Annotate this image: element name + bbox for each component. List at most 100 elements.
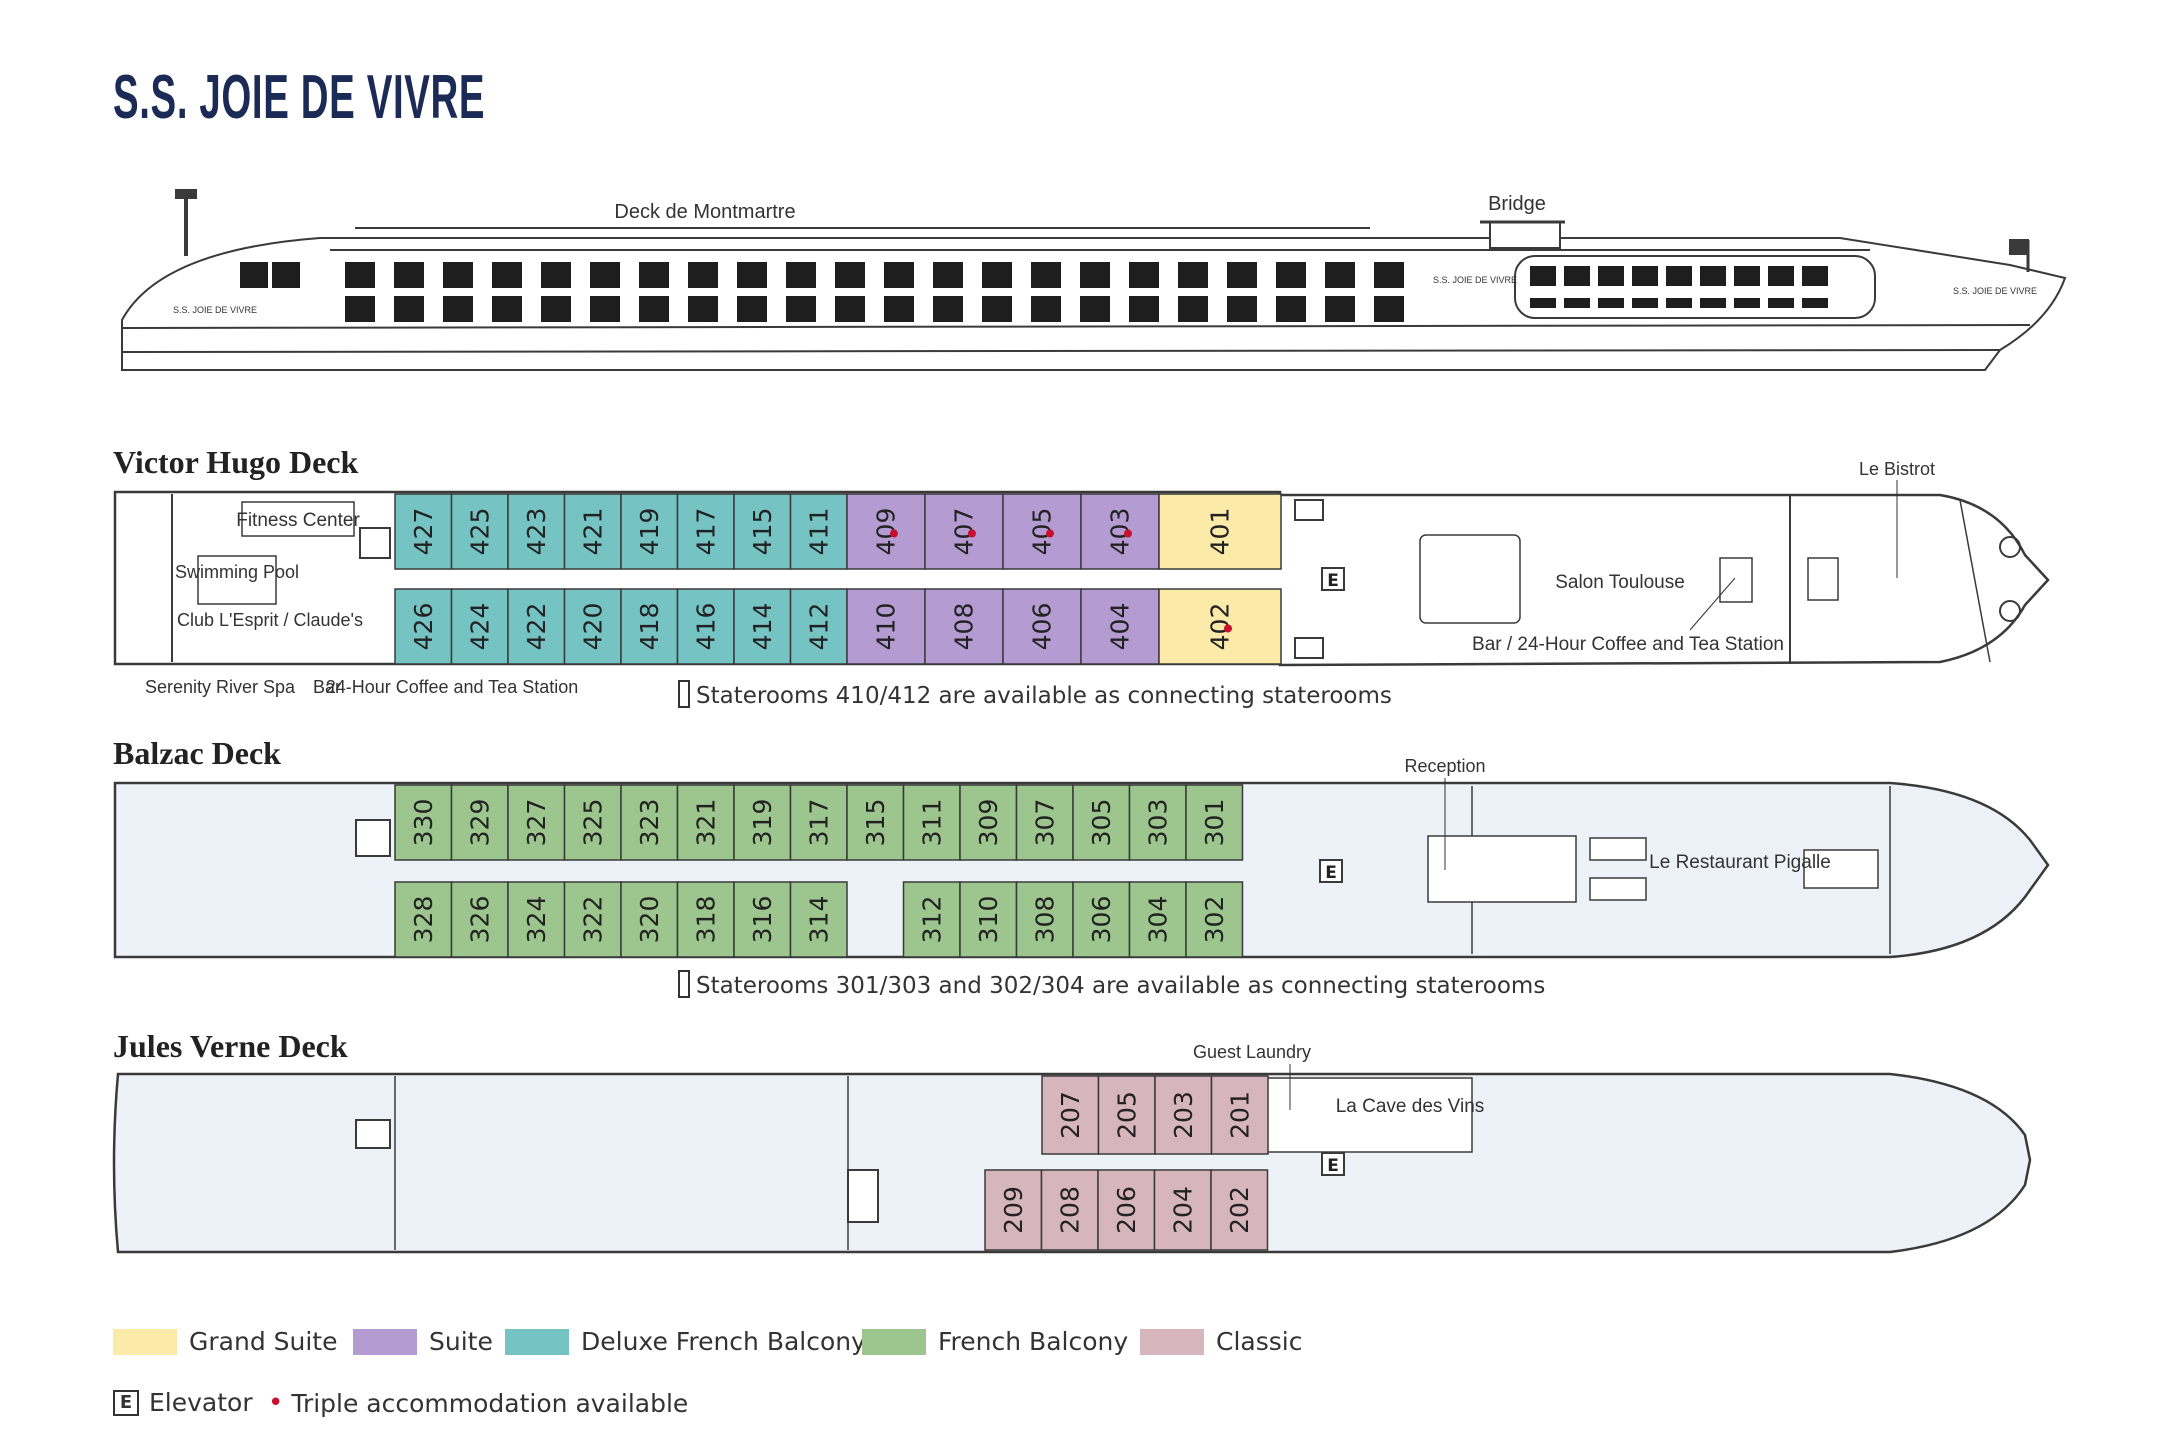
- cabin-number: 412: [804, 603, 833, 651]
- cabin-330[interactable]: 330: [394, 784, 453, 861]
- cabin-number: 323: [635, 799, 664, 847]
- cabin-416[interactable]: 416: [676, 588, 735, 665]
- cabin-408[interactable]: 408: [924, 588, 1004, 665]
- legend-classic: Classic: [1140, 1327, 1302, 1356]
- cabin-420[interactable]: 420: [563, 588, 622, 665]
- coffee-station-label: 24-Hour Coffee and Tea Station: [326, 677, 579, 697]
- cabin-406[interactable]: 406: [1002, 588, 1082, 665]
- window: [737, 296, 767, 322]
- cabin-302[interactable]: 302: [1185, 881, 1244, 958]
- cabin-324[interactable]: 324: [507, 881, 566, 958]
- cabin-410[interactable]: 410: [846, 588, 926, 665]
- cabin-311[interactable]: 311: [902, 784, 961, 861]
- victor-hugo-note-text: Staterooms 410/412 are available as conn…: [696, 683, 1392, 709]
- triple-dot-icon: [968, 529, 976, 538]
- cabin-203[interactable]: 203: [1154, 1075, 1213, 1155]
- cabin-401[interactable]: 401: [1158, 493, 1282, 570]
- cabin-418[interactable]: 418: [620, 588, 679, 665]
- elevator-icon-balzac: E: [1319, 859, 1343, 883]
- cabin-403[interactable]: 403: [1080, 493, 1160, 570]
- cabin-number: 202: [1225, 1186, 1254, 1234]
- cabin-411[interactable]: 411: [789, 493, 848, 570]
- cabin-201[interactable]: 201: [1210, 1075, 1269, 1155]
- cabin-417[interactable]: 417: [676, 493, 735, 570]
- jules-verne-deck-title: Jules Verne Deck: [113, 1028, 348, 1064]
- cabin-314[interactable]: 314: [789, 881, 848, 958]
- cabin-426[interactable]: 426: [394, 588, 453, 665]
- cabin-423[interactable]: 423: [507, 493, 566, 570]
- salon-toulouse-label: Salon Toulouse: [1555, 572, 1685, 593]
- cabin-315[interactable]: 315: [846, 784, 905, 861]
- cabin-421[interactable]: 421: [563, 493, 622, 570]
- cabin-323[interactable]: 323: [620, 784, 679, 861]
- cabin-207[interactable]: 207: [1041, 1075, 1100, 1155]
- cabin-404[interactable]: 404: [1080, 588, 1160, 665]
- cabin-301[interactable]: 301: [1185, 784, 1244, 861]
- cabin-321[interactable]: 321: [676, 784, 735, 861]
- cabin-number: 401: [1206, 508, 1235, 556]
- cabin-419[interactable]: 419: [620, 493, 679, 570]
- window: [240, 262, 268, 288]
- cabin-305[interactable]: 305: [1072, 784, 1131, 861]
- cabin-205[interactable]: 205: [1097, 1075, 1156, 1155]
- cabin-209[interactable]: 209: [984, 1169, 1043, 1251]
- bridge-label: Bridge: [1488, 193, 1546, 215]
- cabin-320[interactable]: 320: [620, 881, 679, 958]
- cabin-409[interactable]: 409: [846, 493, 926, 570]
- deluxe-french-balcony-swatch: [505, 1328, 569, 1355]
- le-bistrot-label: Le Bistrot: [1859, 459, 1935, 479]
- legend-label: Elevator: [149, 1388, 253, 1417]
- cabin-number: 314: [804, 896, 833, 944]
- ship-name-mid: S.S. JOIE DE VIVRE: [1433, 275, 1517, 285]
- cabin-414[interactable]: 414: [733, 588, 792, 665]
- cabin-number: 322: [578, 896, 607, 944]
- cabin-326[interactable]: 326: [450, 881, 509, 958]
- cabin-412[interactable]: 412: [789, 588, 848, 665]
- triple-dot-icon: [1124, 529, 1132, 538]
- cabin-310[interactable]: 310: [959, 881, 1018, 958]
- legend-label: Suite: [429, 1327, 493, 1356]
- balzac-connecting-note: Staterooms 301/303 and 302/304 are avail…: [678, 970, 1545, 999]
- cabin-317[interactable]: 317: [789, 784, 848, 861]
- cabin-427[interactable]: 427: [394, 493, 453, 570]
- window: [1178, 296, 1208, 322]
- cabin-422[interactable]: 422: [507, 588, 566, 665]
- cabin-322[interactable]: 322: [563, 881, 622, 958]
- cabin-425[interactable]: 425: [450, 493, 509, 570]
- cabin-208[interactable]: 208: [1040, 1169, 1099, 1251]
- window: [1768, 266, 1794, 286]
- cabin-204[interactable]: 204: [1153, 1169, 1212, 1251]
- cabin-202[interactable]: 202: [1210, 1169, 1269, 1251]
- cabin-308[interactable]: 308: [1015, 881, 1074, 958]
- cabin-402[interactable]: 402: [1158, 588, 1282, 665]
- cabin-304[interactable]: 304: [1128, 881, 1187, 958]
- cabin-328[interactable]: 328: [394, 881, 453, 958]
- cabin-316[interactable]: 316: [733, 881, 792, 958]
- cabin-405[interactable]: 405: [1002, 493, 1082, 570]
- cabin-206[interactable]: 206: [1097, 1169, 1156, 1251]
- cabin-318[interactable]: 318: [676, 881, 735, 958]
- cabin-309[interactable]: 309: [959, 784, 1018, 861]
- legend-triple: •Triple accommodation available: [268, 1388, 688, 1418]
- cabin-319[interactable]: 319: [733, 784, 792, 861]
- window: [492, 296, 522, 322]
- cabin-325[interactable]: 325: [563, 784, 622, 861]
- cabin-312[interactable]: 312: [902, 881, 961, 958]
- window: [1325, 296, 1355, 322]
- cabin-327[interactable]: 327: [507, 784, 566, 861]
- cabin-number: 417: [691, 508, 720, 556]
- cabin-303[interactable]: 303: [1128, 784, 1187, 861]
- cabin-407[interactable]: 407: [924, 493, 1004, 570]
- cabin-number: 421: [578, 508, 607, 556]
- cabin-number: 404: [1106, 603, 1135, 651]
- cabin-424[interactable]: 424: [450, 588, 509, 665]
- window: [1598, 298, 1624, 308]
- cabin-number: 309: [974, 799, 1003, 847]
- cabin-415[interactable]: 415: [733, 493, 792, 570]
- window: [541, 262, 571, 288]
- cabin-307[interactable]: 307: [1015, 784, 1074, 861]
- window: [345, 296, 375, 322]
- cabin-329[interactable]: 329: [450, 784, 509, 861]
- cabin-306[interactable]: 306: [1072, 881, 1131, 958]
